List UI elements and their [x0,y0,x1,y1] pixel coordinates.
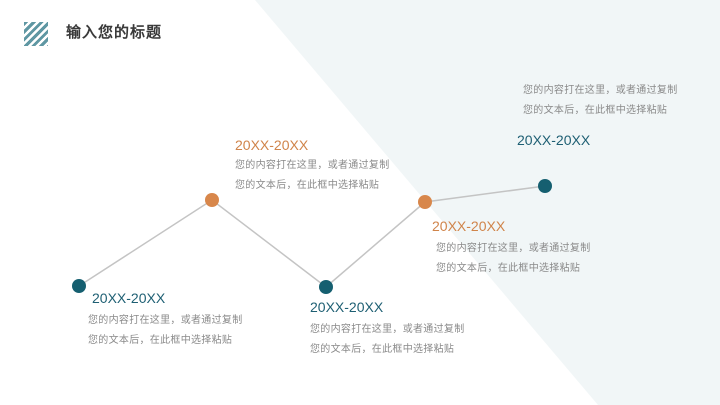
description-line: 您的文本后，在此框中选择粘贴 [436,263,581,274]
page-title: 输入您的标题 [66,23,163,41]
entry-description: 您的内容打在这里，或者通过复制 您的文本后，在此框中选择粘贴 [235,156,390,196]
description-line: 您的内容打在这里，或者通过复制 [523,85,678,96]
timeline-node-2 [205,193,219,207]
entry-date: 20XX-20XX [310,299,384,315]
timeline-node-5 [538,179,552,193]
description-line: 您的内容打在这里，或者通过复制 [88,315,243,326]
entry-date: 20XX-20XX [92,290,166,306]
description-line: 您的文本后，在此框中选择粘贴 [88,335,233,346]
entry-date: 20XX-20XX [235,137,309,153]
timeline-node-1 [72,279,86,293]
description-line: 您的内容打在这里，或者通过复制 [235,160,390,171]
entry-description: 您的内容打在这里，或者通过复制 您的文本后，在此框中选择粘贴 [310,320,465,360]
entry-description: 您的内容打在这里，或者通过复制 您的文本后，在此框中选择粘贴 [436,239,591,279]
timeline-node-3 [319,280,333,294]
timeline-entry-3: 20XX-20XX 您的内容打在这里，或者通过复制 您的文本后，在此框中选择粘贴 [310,298,465,360]
timeline-entry-1: 20XX-20XX 您的内容打在这里，或者通过复制 您的文本后，在此框中选择粘贴 [88,289,243,351]
description-line: 您的文本后，在此框中选择粘贴 [523,105,668,116]
description-line: 您的文本后，在此框中选择粘贴 [235,180,380,191]
timeline-entry-5: 您的内容打在这里，或者通过复制 您的文本后，在此框中选择粘贴 20XX-20XX [517,81,678,149]
entry-description: 您的内容打在这里，或者通过复制 您的文本后，在此框中选择粘贴 [88,311,243,351]
timeline-entry-2: 20XX-20XX 您的内容打在这里，或者通过复制 您的文本后，在此框中选择粘贴 [235,136,390,196]
striped-square-icon [24,22,48,46]
timeline-node-4 [418,195,432,209]
description-line: 您的文本后，在此框中选择粘贴 [310,344,455,355]
entry-date: 20XX-20XX [517,132,591,148]
entry-description: 您的内容打在这里，或者通过复制 您的文本后，在此框中选择粘贴 [523,81,678,121]
timeline-entry-4: 20XX-20XX 您的内容打在这里，或者通过复制 您的文本后，在此框中选择粘贴 [432,217,591,279]
entry-date: 20XX-20XX [432,218,506,234]
description-line: 您的内容打在这里，或者通过复制 [436,243,591,254]
description-line: 您的内容打在这里，或者通过复制 [310,324,465,335]
